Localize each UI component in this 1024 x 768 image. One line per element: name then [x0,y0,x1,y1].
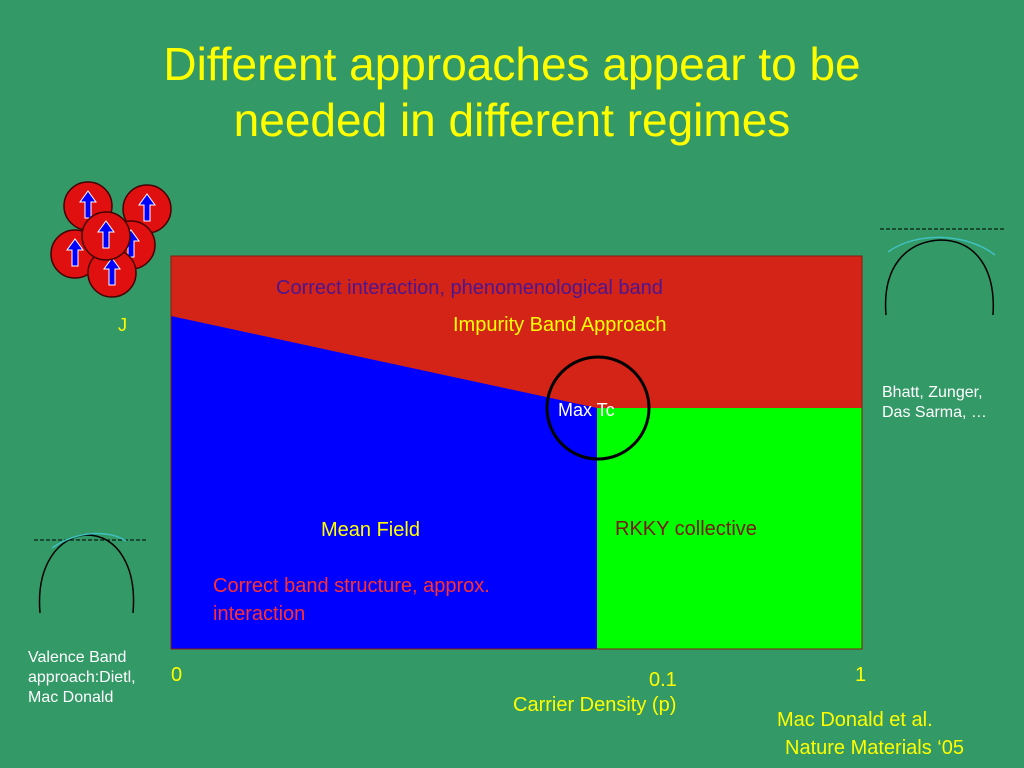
valence-band-note-line-3: Mac Donald [28,689,114,706]
band-curve [38,534,135,614]
diagram-border [170,255,863,650]
mean-field-label: Mean Field [321,519,420,541]
valence-band-note: Valence Band approach:Dietl, Mac Donald [28,648,136,708]
mean-field-note-line-2: interaction [213,603,306,625]
citation-line-1: Mac Donald et al. [777,709,933,731]
valence-band-note-line-1: Valence Band [28,649,127,666]
x-axis-label: Carrier Density (p) [513,694,677,716]
exchange-label: J [118,315,127,335]
citation-line-2: Nature Materials ‘05 [785,737,964,759]
impurity-band-note-line-2: Das Sarma, … [882,404,987,421]
spin-up-arrow-icon [103,257,121,286]
title-line-2: needed in different regimes [233,94,791,146]
spin-up-arrow-icon [79,190,97,219]
spin-up-arrow-icon [138,193,156,222]
citation: Mac Donald et al. Nature Materials ‘05 [777,706,964,762]
spin-up-arrow-icon [97,220,115,249]
spin-cluster [50,181,172,298]
impurity-band-sketch [880,228,1005,316]
title-line-1: Different approaches appear to be [163,38,861,90]
max-tc-circle [545,355,651,461]
band-curve [884,239,994,316]
impurity-band-note: Bhatt, Zunger, Das Sarma, … [882,383,987,423]
impurity-band-arc [887,236,996,256]
valence-band-arc [51,532,127,549]
valence-band-note-line-2: approach:Dietl, [28,669,136,686]
axis-tick-0: 0 [171,664,183,686]
spin-up-arrow-icon [66,238,84,267]
slide-title: Different approaches appear to be needed… [0,36,1024,148]
impurity-band-approach-label: Impurity Band Approach [453,314,667,336]
region-mean-field [171,316,597,649]
mean-field-note: Correct band structure, approx. interact… [213,572,490,628]
region-top-label: Correct interaction, phenomenological ba… [276,277,663,299]
region-rkky [597,408,862,649]
max-tc-label: Max Tc [558,400,615,420]
valence-band-sketch [34,532,146,614]
rkky-label: RKKY collective [615,518,757,540]
impurity-band-note-line-1: Bhatt, Zunger, [882,384,983,401]
spin-ball [81,211,131,261]
axis-tick-1: 1 [855,664,867,686]
axis-tick-0.1: 0.1 [649,669,677,691]
mean-field-note-line-1: Correct band structure, approx. [213,575,490,597]
